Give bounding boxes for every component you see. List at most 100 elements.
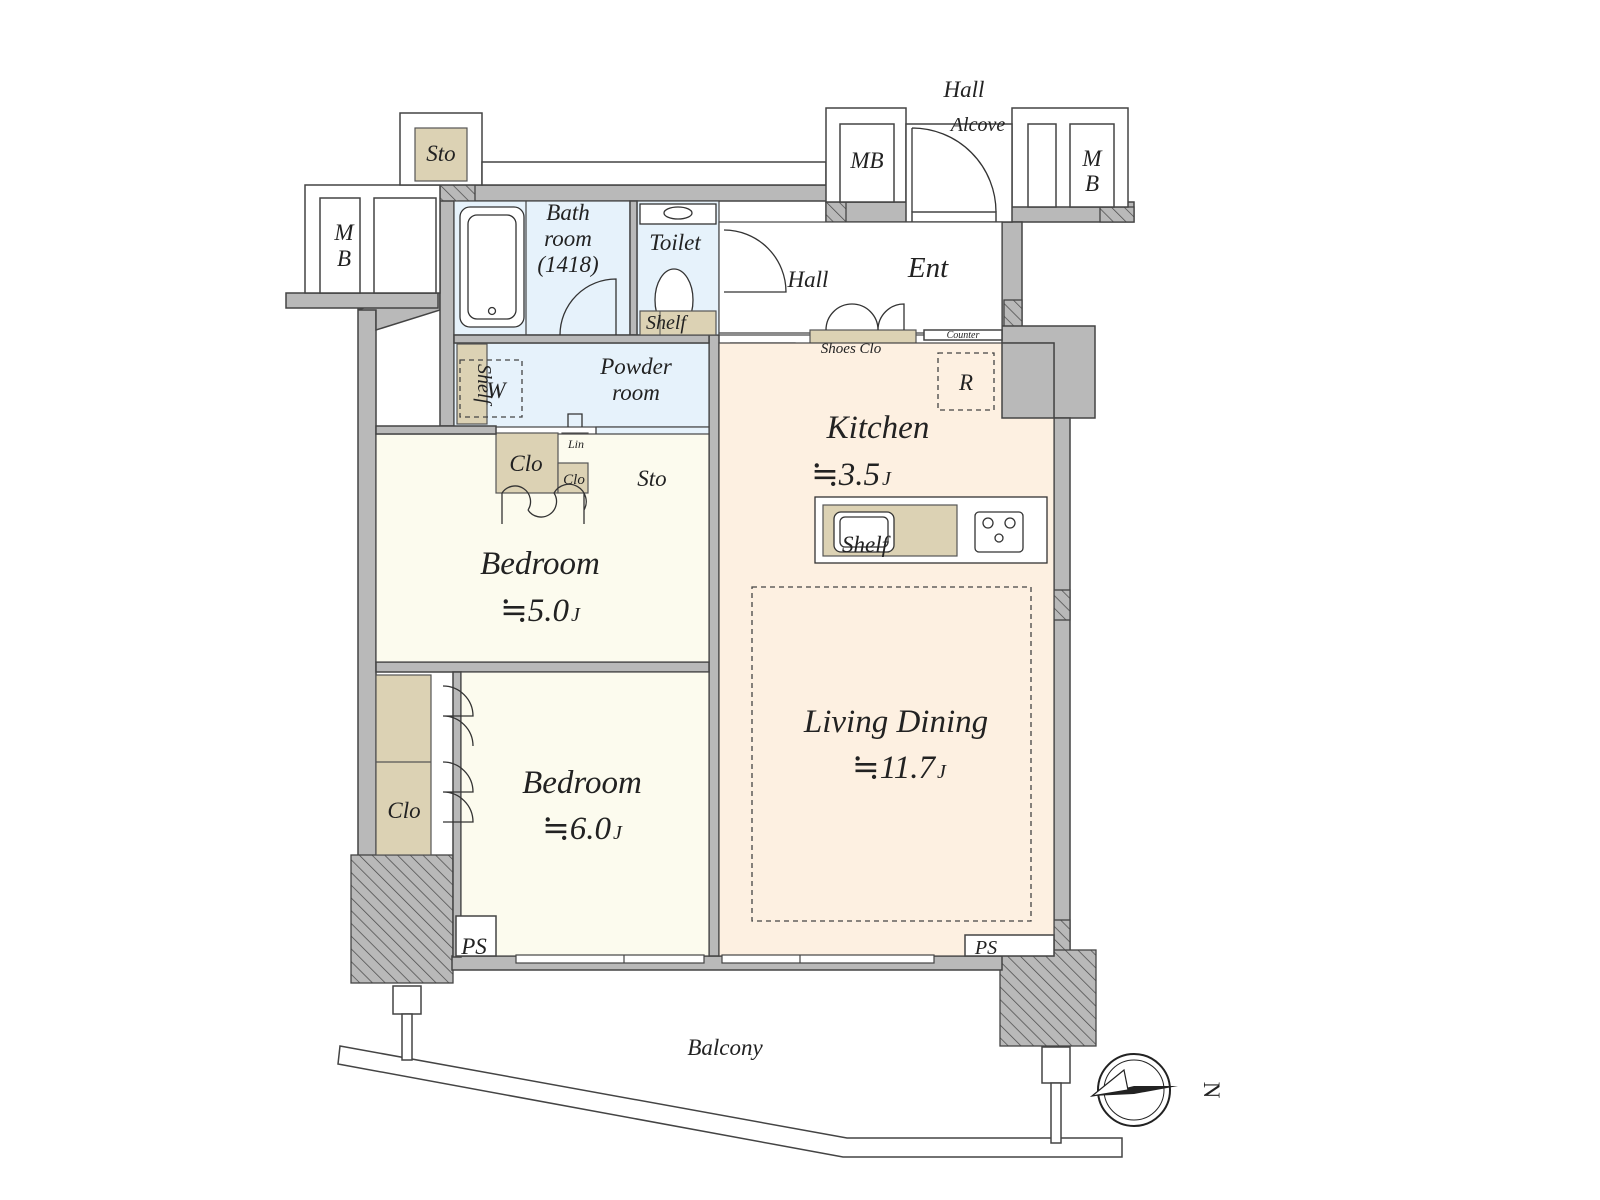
label-shelf-kitchen: Shelf <box>842 532 892 557</box>
label-sto-top: Sto <box>426 141 455 166</box>
ps-right-box <box>964 934 1055 957</box>
label-shoes-clo: Shoes Clo <box>821 341 882 357</box>
wall-right-lower <box>1053 417 1071 955</box>
alcove-threshold <box>911 211 997 223</box>
shoes-closet-doors <box>825 303 905 331</box>
wall-bath-toilet <box>629 200 638 336</box>
wall-bottom-right-column <box>999 949 1097 1047</box>
bedroom2-floor <box>460 671 710 957</box>
bedrooms <box>375 425 935 964</box>
mb-left-inner-a <box>319 197 361 294</box>
alcove-door <box>911 127 997 213</box>
label-bedroom2-name: Bedroom <box>522 765 642 801</box>
label-clo-bedroom2: Clo <box>387 798 420 823</box>
label-living-name: Living Dining <box>803 704 988 740</box>
mb-center-inner <box>839 123 895 203</box>
label-ps-left: PS <box>460 934 487 959</box>
label-refrigerator: R <box>958 370 973 395</box>
label-shelf-powder: Shelf <box>473 364 495 406</box>
ps-left-box <box>455 915 497 957</box>
wall-top-mid-hatch <box>825 201 847 223</box>
wall-left <box>357 292 377 859</box>
counter <box>923 329 1003 341</box>
balcony <box>337 985 1123 1158</box>
window-living <box>721 954 935 964</box>
wall-right-hatch-c <box>1053 919 1071 955</box>
balcony-rail <box>337 1045 1123 1158</box>
compass-needle-tail <box>1089 1068 1129 1097</box>
label-bedroom2-size: ≒6.0 <box>542 811 611 847</box>
mb-right-inner-b <box>1069 123 1115 208</box>
label-counter: Counter <box>947 330 980 341</box>
wall-inner-left <box>439 200 455 427</box>
label-living-size: ≒11.7 <box>852 750 936 786</box>
label-bedroom1-unit: J <box>571 604 581 626</box>
label-toilet: Toilet <box>649 230 701 255</box>
stove-icon <box>974 511 1024 553</box>
label-ps-right: PS <box>974 937 997 959</box>
refrigerator-space <box>937 352 995 411</box>
label-bedroom2-unit: J <box>613 822 623 844</box>
label-balcony: Balcony <box>687 1035 763 1060</box>
balcony-post-right <box>1041 1046 1071 1084</box>
label-lin: Lin <box>567 437 584 451</box>
label-bedroom1-size: ≒5.0 <box>500 593 569 629</box>
mb-right-inner-a <box>1027 123 1057 208</box>
compass-needle <box>1092 1086 1178 1096</box>
stove-burner-c <box>994 533 1004 543</box>
label-powder-1: Powder <box>599 354 673 379</box>
label-shelf-toilet: Shelf <box>646 312 688 334</box>
label-kitchen-size: ≒3.5 <box>811 457 880 493</box>
balcony-post-left-stem <box>401 1013 413 1061</box>
wall-partition-bed1-bed2 <box>375 661 710 673</box>
right-column-fill <box>1001 342 1055 419</box>
sto-top-fill <box>414 127 468 182</box>
label-alcove: Alcove <box>949 114 1006 136</box>
label-ent: Ent <box>907 252 949 284</box>
label-living-unit: J <box>937 761 947 783</box>
corridor-strip <box>481 161 827 186</box>
label-clo-a: Clo <box>509 451 542 476</box>
label-mb-center: MB <box>849 148 883 173</box>
label-kitchen-unit: J <box>882 468 892 490</box>
label-bath-1: Bath <box>546 200 589 225</box>
powder-door <box>567 413 583 427</box>
compass-icon <box>1089 1053 1178 1127</box>
clo-bedroom2-doors <box>442 685 474 823</box>
hall-door <box>723 229 787 293</box>
exterior-top <box>304 107 1129 294</box>
washer-space <box>459 359 523 418</box>
label-bath-2: room <box>544 226 592 251</box>
label-mb-right-2: B <box>1085 171 1099 196</box>
wall-partition-bed2-left <box>452 671 462 958</box>
ldk-floor <box>718 342 1055 957</box>
wall-top-right-hatch <box>1099 206 1135 223</box>
bathtub-drain <box>487 306 497 316</box>
wall-top <box>439 184 839 202</box>
label-bedroom1-name: Bedroom <box>480 546 600 582</box>
label-sto-powder: Sto <box>637 466 666 491</box>
label-hall-inner: Hall <box>787 267 829 292</box>
clo-b <box>557 462 589 494</box>
label-washer: W <box>486 378 507 403</box>
mb-left-inner-b <box>373 197 437 294</box>
wall-top-left-ledge <box>285 292 439 309</box>
wall-right-hatch-b <box>1053 589 1071 621</box>
powder-shelf <box>456 343 488 425</box>
compass-direction-label: N <box>1199 1082 1224 1099</box>
label-mb-left-2: B <box>337 246 351 271</box>
living-dining-kitchen <box>718 342 1055 957</box>
stove-burner-b <box>1004 517 1016 529</box>
bedroom1-left-wall-cover <box>375 425 497 435</box>
toilet-shelf <box>639 310 717 336</box>
stove-burner-a <box>982 517 994 529</box>
label-mb-right-1: M <box>1081 146 1103 171</box>
wall-partition-vertical <box>708 334 720 957</box>
label-hall-outer: Hall <box>943 77 985 102</box>
hall-floor <box>718 221 1003 336</box>
clo-a <box>495 432 559 494</box>
clo-bedroom2 <box>375 674 432 856</box>
balcony-post-right-stem <box>1050 1082 1062 1144</box>
wall-bottom-left-column <box>350 854 454 984</box>
